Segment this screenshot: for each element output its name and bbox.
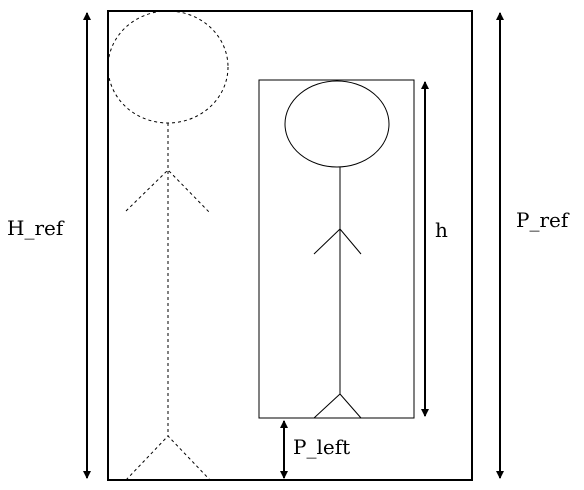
reference-frame [107, 10, 473, 481]
figure-legs [313, 393, 362, 419]
p-left-label: P_left [293, 435, 350, 459]
reference-figure-head [107, 10, 229, 124]
h-label: h [435, 218, 448, 242]
reference-figure [107, 10, 229, 481]
figure-arms [313, 228, 362, 255]
figure [284, 80, 390, 419]
reference-figure-arms [125, 169, 211, 214]
figure-head [284, 80, 390, 168]
p-ref-label: P_ref [516, 208, 570, 232]
reference-figure-legs [125, 435, 211, 481]
figure-box [258, 79, 415, 419]
h-ref-label: H_ref [7, 216, 65, 240]
